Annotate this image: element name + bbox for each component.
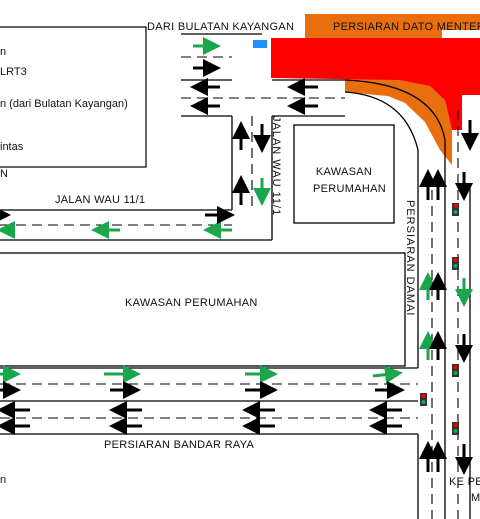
legend-item-2: LRT3: [0, 66, 27, 78]
legend-trailing: N: [0, 168, 8, 180]
road-label-dari-bulatan-kayangan: DARI BULATAN KAYANGAN: [147, 21, 295, 33]
marker: [253, 40, 267, 48]
road-label-persiaran-bandar-raya: PERSIARAN BANDAR RAYA: [104, 439, 255, 451]
traffic-lights: [420, 203, 459, 435]
closed-road: [271, 38, 480, 130]
legend-item-1: n: [0, 46, 7, 58]
lane-markings: [0, 56, 459, 519]
road-label-persiaran-damai: PERSIARAN DAMAI: [404, 200, 416, 317]
road-label-persiaran-dato-menteri: PERSIARAN DATO MENTERI: [333, 21, 480, 33]
road-label-jalan-wau-h: JALAN WAU 11/1: [55, 194, 146, 206]
bottom-left-label: n: [0, 474, 7, 486]
legend-box: [0, 26, 147, 168]
open-lane-arrows: [0, 37, 473, 384]
road-label-jalan-wau-v: JALAN WAU 11/1: [270, 116, 282, 217]
legend-item-4: intas: [0, 141, 24, 153]
road-label-m: M: [471, 492, 480, 504]
area-label-kawasan-perumahan-small: KAWASAN PERUMAHAN: [313, 166, 386, 195]
legend-item-3: n (dari Bulatan Kayangan): [0, 98, 128, 110]
area-label-kawasan-perumahan-large: KAWASAN PERUMAHAN: [125, 297, 258, 309]
road-label-ke-pe: KE PE: [449, 476, 480, 488]
traffic-arrows: [0, 59, 479, 475]
